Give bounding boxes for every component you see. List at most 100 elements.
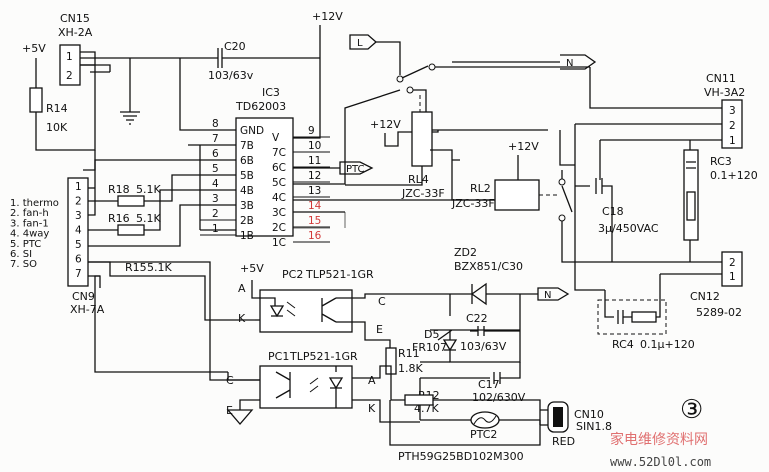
c22-capacitor xyxy=(470,326,520,336)
ic3-left-pin-name: 6B xyxy=(240,155,254,167)
l-tag-label: L xyxy=(357,38,363,49)
r12-resistor xyxy=(404,394,434,406)
rl2-label: RL2 xyxy=(470,182,491,195)
ic3-right-pin-num: 9 xyxy=(308,125,315,137)
r16-resistor xyxy=(117,224,145,236)
pc2-pin-c: C xyxy=(378,295,386,308)
rc3-label: RC3 xyxy=(710,155,732,168)
cn12-pin-num: 2 xyxy=(729,257,736,269)
watermark-text: 家电维修资料网 xyxy=(610,431,708,448)
c22-label: C22 xyxy=(466,312,488,325)
r16-value: 5.1K xyxy=(136,212,161,225)
ic3-right-pin-name: 1C xyxy=(272,237,286,249)
r18-resistor xyxy=(117,195,145,207)
ic3-left-pin-num: 5 xyxy=(212,163,219,175)
c18-value: 3μ/450VAC xyxy=(598,222,659,235)
cn9-pin-num: 3 xyxy=(75,210,82,222)
rc4-label: RC4 xyxy=(612,338,634,351)
ic3-left-pin-name: 5B xyxy=(240,170,254,182)
cn9-signal-item: 4. 4way xyxy=(10,229,49,240)
c20-value: 103/63v xyxy=(208,69,254,82)
plus12v-rl4-label: +12V xyxy=(370,118,401,131)
pc2-optocoupler xyxy=(259,289,353,333)
ptc-tag-label: PTC xyxy=(346,164,365,175)
cn9-pin-num: 5 xyxy=(75,239,82,251)
ic3-left-pin-num: 1 xyxy=(212,223,219,235)
rl4-coil xyxy=(411,111,433,167)
rc4-value: 0.1μ+120 xyxy=(640,338,695,351)
d5-label: D5 xyxy=(424,328,439,341)
ptc-tag xyxy=(339,161,374,175)
ic3-left-pin-name: 3B xyxy=(240,200,254,212)
ic3-right-pin-num: 13 xyxy=(308,185,321,197)
cn9-type: XH-7A xyxy=(70,303,105,316)
rl4-label: RL4 xyxy=(408,173,429,186)
ground-symbol-2 xyxy=(226,409,254,425)
n-tag-bottom-label: N xyxy=(544,290,551,301)
ic3-right-pin-num: 16 xyxy=(308,230,322,242)
zd2-zener xyxy=(465,282,520,306)
r16-label: R16 xyxy=(108,212,130,225)
cn9-pin-num: 1 xyxy=(75,181,82,193)
ic3-part: TD62003 xyxy=(235,100,286,113)
watermark-url: www.52Dl0l.com xyxy=(610,455,711,469)
pc2-pin-e: E xyxy=(376,323,383,336)
plus12v-top-label: +12V xyxy=(312,10,343,23)
ic3-left-pin-name: 2B xyxy=(240,215,254,227)
ic3-left-pin-num: 7 xyxy=(212,133,219,145)
c17-value: 102/630V xyxy=(472,391,526,404)
rl4-part: JZC-33F xyxy=(401,187,445,200)
ic3-right-pin-name: 4C xyxy=(272,192,286,204)
r18-label: R18 xyxy=(108,183,130,196)
ic3-left-pin-num: 2 xyxy=(212,208,219,220)
n-tag-top-label: N xyxy=(566,58,573,69)
r15-value: 5.1K xyxy=(147,261,172,274)
ic3-left-pin-name: 4B xyxy=(240,185,254,197)
rl2-coil xyxy=(494,179,540,211)
ic3-left-pin-num: 4 xyxy=(212,178,219,190)
cn12-type: 5289-02 xyxy=(696,306,742,319)
cn12-label: CN12 xyxy=(690,290,720,303)
cn15-pin-2: 2 xyxy=(66,70,73,82)
cn9-signal-item: 7. SO xyxy=(10,259,37,270)
plus5v-top-label: +5V xyxy=(22,42,46,55)
ic3-left-pin-name: 7B xyxy=(240,140,254,152)
rc4-snubber-box xyxy=(597,299,667,335)
ic3-right-pin-num: 15 xyxy=(308,215,321,227)
ic3-left-pin-name: 1B xyxy=(240,230,254,242)
cn9-pin-num: 4 xyxy=(75,225,82,237)
cn11-pin-num: 1 xyxy=(729,135,736,147)
cn11-type: VH-3A2 xyxy=(704,86,745,99)
ic3-left-pin-num: 3 xyxy=(212,193,219,205)
pc2-pin-k: K xyxy=(238,312,246,325)
ic3-right-pin-num: 14 xyxy=(308,200,322,212)
plus12v-rl2-label: +12V xyxy=(508,140,539,153)
c17-label: C17 xyxy=(478,378,500,391)
ptc2-part: PTH59G25BD102M300 xyxy=(398,450,524,463)
pc1-part: TLP521-1GR xyxy=(289,350,358,363)
zd2-part: BZX851/C30 xyxy=(454,260,523,273)
cn9-pin-num: 6 xyxy=(75,254,82,266)
c18-capacitor xyxy=(575,178,613,262)
l-tag xyxy=(349,34,377,50)
cn9-pin-num: 2 xyxy=(75,196,82,208)
r11-value: 1.8K xyxy=(398,362,423,375)
ic3-left-pin-num: 8 xyxy=(212,118,219,130)
r15-label: R15 xyxy=(125,261,147,274)
cn9-signal-item: 1. thermo xyxy=(10,198,59,209)
d5-part: FR107 xyxy=(412,341,447,354)
c18-label: C18 xyxy=(602,205,624,218)
c20-label: C20 xyxy=(224,40,246,53)
cn9-signal-item: 5. PTC xyxy=(10,239,41,250)
cn12-connector xyxy=(721,251,743,287)
cn9-label: CN9 xyxy=(72,290,95,303)
ground-symbol-1 xyxy=(120,111,140,125)
pc2-label: PC2 xyxy=(282,268,303,281)
ptc2-label: PTC2 xyxy=(470,428,497,441)
n-tag-bottom xyxy=(537,287,570,301)
pc1-pin-k: K xyxy=(368,402,376,415)
cn15-type: XH-2A xyxy=(58,26,93,39)
